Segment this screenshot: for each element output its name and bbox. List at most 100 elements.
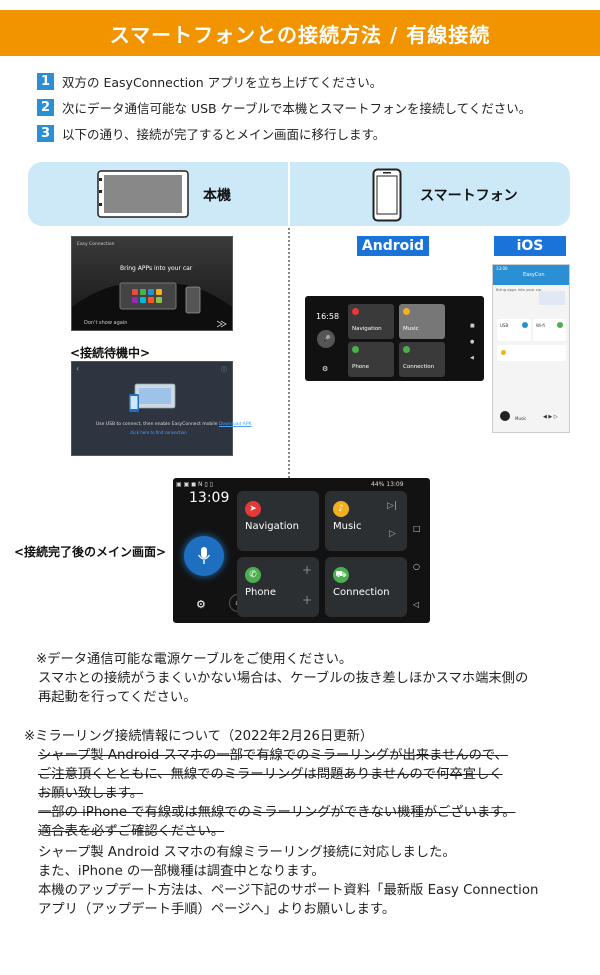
note-cable: ※データ通信可能な電源ケーブルをご使用ください。 [36,652,353,667]
note-struck-line: シャープ製 Android スマホの一部で有線でのミラーリングが出来ませんので、 [38,748,508,763]
tile-navigation[interactable]: ➤ Navigation [237,491,319,551]
ios-usb-card[interactable]: USB [497,319,531,341]
ios-music-disc-icon [500,411,510,421]
android-tile-music[interactable]: Music [399,304,445,339]
tile-connection[interactable]: ⛟ Connection [325,557,407,617]
waiting-caption: <接続待機中> [70,346,151,360]
voice-button[interactable] [184,536,224,576]
battery-level: 44% [371,481,385,488]
android-voice-button[interactable]: 🎤 [317,330,335,348]
note-struck-line: 一部の iPhone で有線或は無線でのミラーリングができない機種がございます。 [38,805,516,820]
ios-phone-screen: 13:00 EasyCon Bring apps into your car U… [492,264,570,433]
android-clock: 16:58 [316,312,340,321]
download-link[interactable]: Download APK [218,422,252,427]
ios-mirror-card[interactable] [497,345,566,361]
note-struck-line: お願い致します。 [38,786,144,801]
step-text: 以下の通り、接続が完了するとメイン画面に移行します。 [62,127,386,142]
device-startup-screen: Easy Connection Bring APPs into your car… [71,236,233,331]
mirror-icon [501,350,506,355]
help-link[interactable]: click here to find connection [130,430,187,435]
device-waiting-screen: ‹ ⓘ Use USB to connect, then enable Easy… [71,361,252,456]
android-nav-bar[interactable]: □○◁ [413,524,421,609]
connection-icon [403,346,410,353]
android-phone-screen: 16:58 🎤 ⚙ Navigation Music Phone Connect… [305,296,484,381]
tile-label: Phone [352,364,370,370]
startup-tagline: Bring APPs into your car [120,265,193,272]
main-caption: <接続完了後のメイン画面> [14,545,167,559]
step-3: 3 以下の通り、接続が完了するとメイン画面に移行します。 [37,124,385,143]
music-note-icon: ♪ [333,501,349,517]
android-tile-phone[interactable]: Phone [348,342,394,377]
note-struck-line: ご注意頂くとともに、無線でのミラーリングは問題ありませんので何卒宜しく [38,767,503,782]
back-icon[interactable]: ‹ [76,364,80,373]
step-text: 次にデータ通信可能な USB ケーブルで本機とスマートフォンを接続してください。 [62,101,532,116]
play-icon[interactable]: ▷ [389,529,396,539]
note-line: シャープ製 Android スマホの有線ミラーリング接続に対応しました。 [38,845,456,860]
device-label: 本機 [203,188,231,204]
tile-music-label: Music [333,521,362,532]
ios-tag: iOS [494,236,566,256]
android-tile-navigation[interactable]: Navigation [348,304,394,339]
tile-connection-label: Connection [333,587,390,598]
status-clock: 13:09 [386,481,404,488]
tile-phone-label: Phone [245,587,276,598]
microphone-icon [198,547,210,564]
android-settings-icon[interactable]: ⚙ [322,365,329,373]
note-struck-line: 適合表を必ずご確認ください。 [38,824,225,839]
note-mirroring-heading: ※ミラーリング接続情報について（2022年2月26日更新） [24,729,374,744]
step-number: 3 [37,125,54,142]
info-icon[interactable]: ⓘ [221,367,228,374]
page-title: スマートフォンとの接続方法 / 有線接続 [0,10,600,56]
tile-label: Connection [403,364,435,370]
usb-instructions: Use USB to connect, then enable EasyConn… [96,422,252,427]
music-icon [403,308,410,315]
smartphone-icon [372,168,402,222]
ios-wifi-card[interactable]: Wi-fi [533,319,566,341]
note-cable-line: スマホとの接続がうまくいかない場合は、ケーブルの抜き差しほかスマホ端末側の [38,671,529,686]
car-interior-image [72,237,232,330]
step-1: 1 双方の EasyConnection アプリを立ち上げてください。 [37,72,382,91]
add-icon[interactable]: + [302,593,313,607]
main-screen: ▣ ▣ ◼ N ▯ ▯ 44% 13:09 13:09 ⚙ ⌂ ➤ Naviga… [173,478,430,623]
tile-label: Music [403,326,419,332]
dont-show-checkbox[interactable]: Don't show again [84,320,128,326]
ios-music-label: Music [515,416,527,421]
android-tag: Android [357,236,429,256]
tile-music[interactable]: ♪ Music ▷| ▷ [325,491,407,551]
android-nav-bar[interactable]: ■●◀ [470,323,475,361]
wifi-icon [557,322,563,328]
settings-icon[interactable]: ⚙ [196,598,206,611]
step-number: 1 [37,73,54,90]
step-text: 双方の EasyConnection アプリを立ち上げてください。 [62,75,383,90]
note-line: 本機のアップデート方法は、ページ下記のサポート資料「最新版 Easy Conne… [38,883,539,898]
note-cable-line: 再起動を行ってください。 [38,690,197,705]
ios-hint: Bring apps into your car [496,287,542,292]
navigation-icon: ➤ [245,501,261,517]
navigation-icon [352,308,359,315]
tile-navigation-label: Navigation [245,521,299,532]
car-icon: ⛟ [333,567,349,583]
dotted-divider [288,228,290,478]
card-label: Wi-fi [536,323,545,328]
android-tile-connection[interactable]: Connection [399,342,445,377]
phone-label: スマートフォン [420,188,518,204]
startup-logo: Easy Connection [77,242,115,247]
tile-phone[interactable]: ✆ Phone + + [237,557,319,617]
card-label: USB [500,323,509,328]
ios-app-title: EasyCon [523,272,545,278]
next-track-icon[interactable]: ▷| [387,501,397,511]
step-2: 2 次にデータ通信可能な USB ケーブルで本機とスマートフォンを接続してくださ… [37,98,531,117]
ios-illustration [539,291,565,305]
phone-icon: ✆ [245,567,261,583]
band-divider [288,162,290,226]
step-number: 2 [37,99,54,116]
ios-player-controls[interactable]: ◀ ▶ ▷ [543,414,558,420]
ios-clock: 13:00 [496,266,508,271]
ios-header [493,265,569,285]
add-icon[interactable]: + [302,563,313,577]
connection-illustration [129,383,176,412]
note-line: アプリ（アップデート手順）ページへ」よりお願いします。 [38,902,396,917]
usb-icon [522,322,528,328]
head-unit-icon [97,170,189,218]
note-line: また、iPhone の一部機種は調査中となります。 [38,864,325,879]
